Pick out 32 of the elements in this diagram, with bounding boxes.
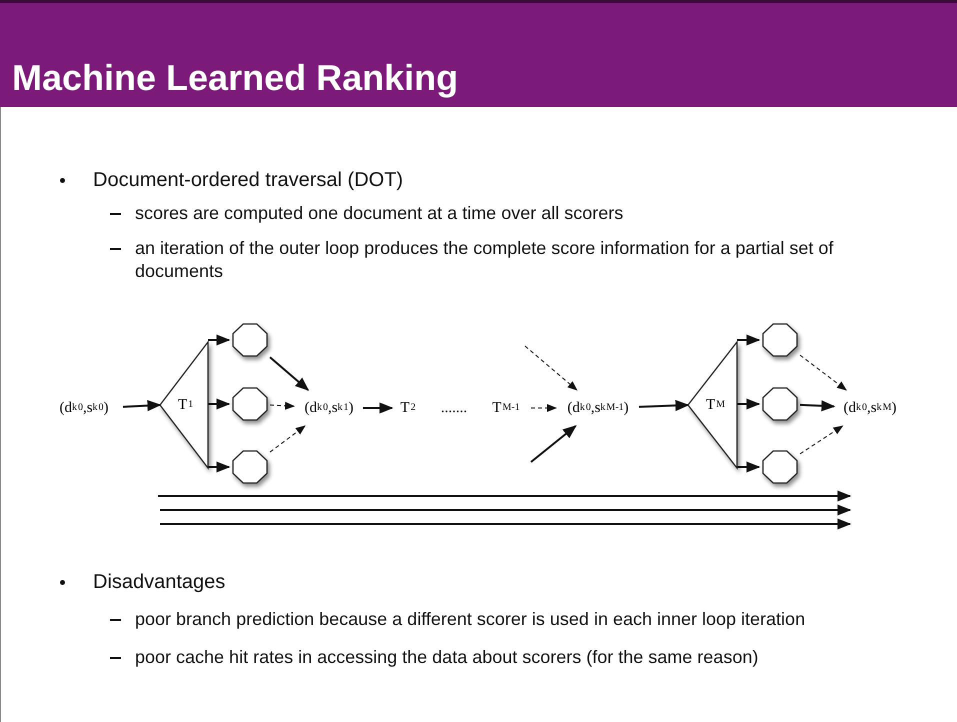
- arrow: [737, 334, 760, 346]
- octagon-node: [763, 451, 797, 483]
- bullet-text: Disadvantages: [93, 570, 226, 594]
- dashed-arrow: [270, 425, 306, 453]
- arrow: [737, 398, 760, 410]
- bullet-text: an iteration of the outer loop produces the complete score information for a partial set of documents: [135, 237, 834, 283]
- arrow: [122, 400, 162, 412]
- bullet-text: poor branch prediction because a different scorer is used in each inner loop iteration: [135, 608, 806, 631]
- dashed-arrow: [800, 354, 847, 391]
- octagon-node: [763, 388, 797, 420]
- octagon-node: [763, 324, 797, 356]
- dashed-arrow: [270, 402, 295, 410]
- arrow: [208, 398, 230, 410]
- arrow: [530, 425, 577, 463]
- arrow: [737, 461, 760, 473]
- octagon-node: [233, 388, 267, 420]
- dashed-arrow: [800, 425, 844, 454]
- dashed-arrow: [524, 346, 578, 391]
- slide-title: Machine Learned Ranking: [12, 56, 458, 100]
- arrow: [800, 400, 836, 412]
- arrow: [208, 461, 230, 473]
- octagon-node: [233, 324, 267, 356]
- arrow: [363, 402, 394, 414]
- bullet-text: scores are computed one document at a time over all scorers: [135, 202, 624, 225]
- bullet-text: Document-ordered traversal (DOT): [93, 168, 404, 192]
- arrow: [208, 334, 230, 346]
- ellipsis-text: .......: [440, 399, 468, 418]
- arrow: [638, 400, 690, 412]
- bullet-text: poor cache hit rates in accessing the data about scorers (for the same reason): [135, 646, 760, 669]
- arrow: [269, 356, 310, 391]
- dashed-arrow: [530, 404, 557, 412]
- octagon-node: [233, 451, 267, 483]
